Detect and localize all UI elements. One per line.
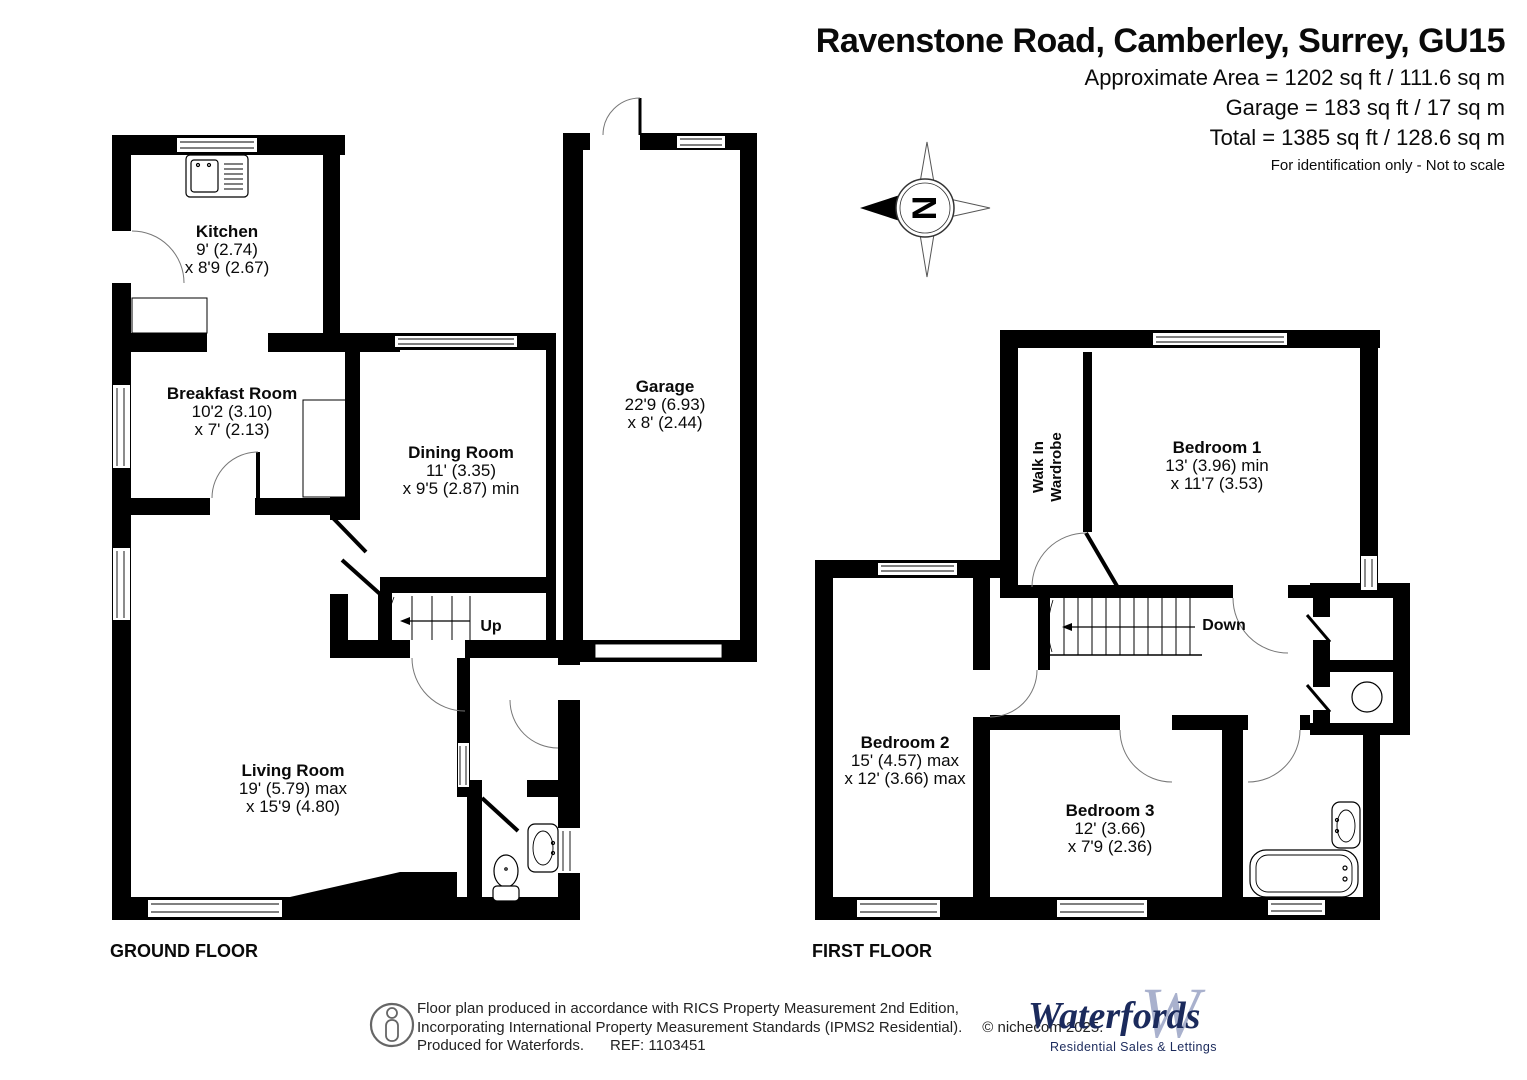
room-label-kitchen: Kitchen 9' (2.74) x 8'9 (2.67) [184, 222, 270, 277]
first-floor-stairs [1047, 598, 1202, 656]
floor-label-ground: GROUND FLOOR [110, 941, 258, 961]
first-floor-doors [989, 531, 1332, 783]
room-label-bedroom-3: Bedroom 3 12' (3.66) x 7'9 (2.36) [1065, 801, 1155, 856]
footer-text: Floor plan produced in accordance with R… [417, 1000, 1103, 1056]
room-label-garage: Garage 22'9 (6.93) x 8' (2.44) [624, 377, 706, 432]
logo-name: Waterfords [1028, 995, 1201, 1037]
ground-floor-fixtures [131, 154, 559, 902]
room-label-living-room: Living Room 19' (5.79) max x 15'9 (4.80) [238, 761, 348, 816]
breakfast-cupboard [302, 399, 348, 498]
stairs-up-label: Up [480, 618, 502, 635]
kitchen-sink-unit [185, 154, 249, 198]
room-label-bedroom-1: Bedroom 1 13' (3.96) min x 11'7 (3.53) [1165, 438, 1269, 493]
bath [1249, 849, 1359, 898]
ground-floor-stairs [387, 596, 471, 651]
total-area-line: Total = 1385 sq ft / 128.6 sq m [1209, 125, 1505, 150]
first-floor-window-glaze [860, 336, 1373, 913]
first-floor-fixtures [1249, 681, 1383, 898]
reference-number: REF: 1103451 [610, 1037, 706, 1054]
room-label-walk-in-wardrobe: Walk In Wardrobe [1030, 432, 1065, 502]
footer-line-3: Produced for Waterfords.REF: 1103451 [417, 1037, 706, 1054]
approx-area-line: Approximate Area = 1202 sq ft / 111.6 sq… [1084, 65, 1505, 90]
footer-line-2: Incorporating International Property Mea… [417, 1018, 1104, 1036]
ground-floor-window-glaze [116, 138, 723, 913]
page-title: Ravenstone Road, Camberley, Surrey, GU15 [815, 22, 1506, 60]
stairs-down-label: Down [1202, 617, 1246, 634]
logo-w-swash: W [1140, 973, 1200, 1053]
room-label-dining-room: Dining Room 11' (3.35) x 9'5 (2.87) min [402, 443, 520, 498]
header: Ravenstone Road, Camberley, Surrey, GU15… [815, 22, 1506, 174]
person-icon [369, 1002, 415, 1048]
waterfords-logo: W Waterfords Residential Sales & Letting… [1028, 973, 1268, 1063]
bathroom-basin [1331, 801, 1361, 849]
kitchen-worktop [131, 297, 208, 334]
toilet [493, 854, 519, 888]
logo-tagline: Residential Sales & Lettings [1050, 1040, 1217, 1054]
cloakroom-basin [527, 823, 559, 873]
disclaimer: For identification only - Not to scale [1270, 157, 1505, 174]
cylinder [1351, 681, 1383, 713]
garage-area-line: Garage = 183 sq ft / 17 sq m [1225, 95, 1505, 120]
room-label-breakfast-room: Breakfast Room 10'2 (3.10) x 7' (2.13) [166, 384, 298, 439]
ground-floor-doors [131, 97, 642, 833]
room-label-bedroom-2: Bedroom 2 15' (4.57) max x 12' (3.66) ma… [844, 733, 966, 788]
footer-line-1: Floor plan produced in accordance with R… [417, 1000, 959, 1017]
floor-label-first: FIRST FLOOR [812, 941, 932, 961]
compass-north-arrow [860, 194, 903, 222]
copyright: © nichecom 2025. [982, 1018, 1104, 1036]
compass: N [860, 141, 991, 278]
compass-north-label: N [906, 196, 944, 221]
